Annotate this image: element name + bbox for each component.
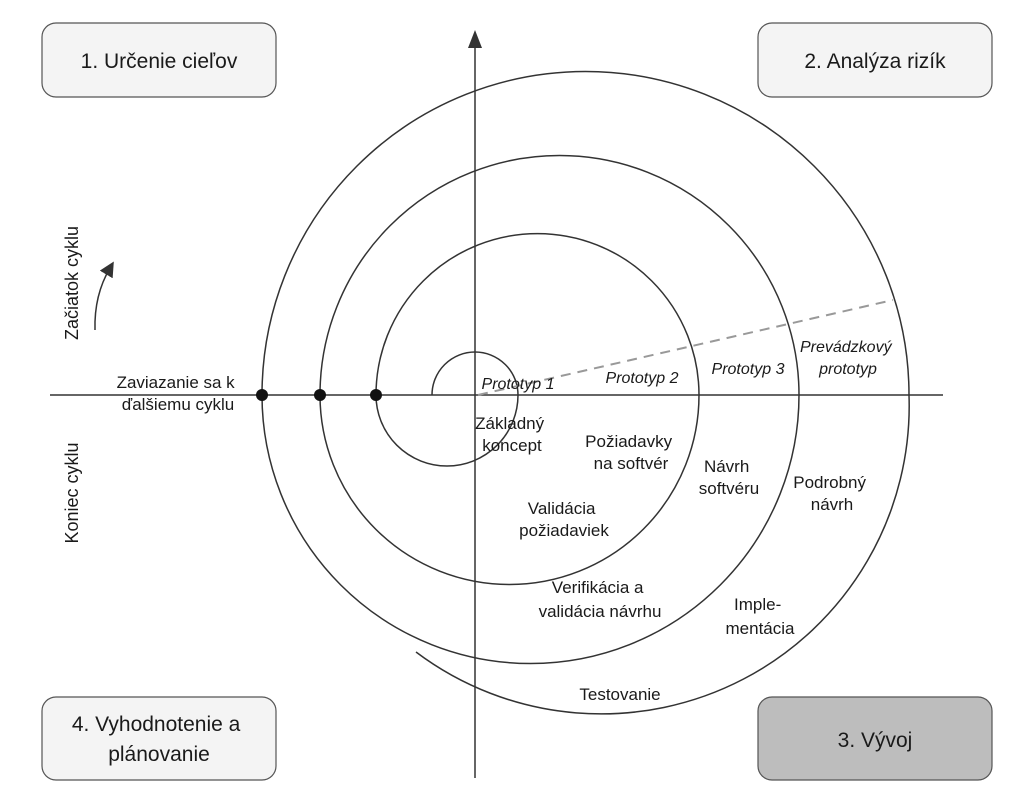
quadrant-box-4: 4. Vyhodnotenie a plánovanie [41, 696, 277, 781]
svg-text:Zaviazanie sa k ďalšiemu c: Zaviazanie sa k ďalšiemu cyklu [117, 373, 240, 414]
commitment-label-line-1: Zaviazanie sa k [117, 373, 236, 392]
svg-text:4. Vyhodnotenie a plánov: 4. Vyhodnotenie a plánovanie [72, 713, 246, 766]
activity-design-verification-line-2: validácia návrhu [539, 602, 662, 621]
prototype-3-label: Prototyp 3 [712, 361, 785, 378]
activity-detailed-design-line-2: návrh [811, 495, 854, 514]
prototype-dashed-line [477, 299, 894, 396]
quadrant-4-label-line-2: plánovanie [108, 743, 210, 766]
activity-implementation-line-1: Imple- [734, 595, 781, 614]
svg-text:Imple- mentácia: Imple- mentácia [726, 595, 796, 638]
svg-text:Požiadavky na softvér: Požiadavky na softvér [585, 432, 677, 473]
prototype-2-label: Prototyp 2 [606, 370, 679, 387]
svg-text:2. Analýza rizík: 2. Analýza rizík [804, 50, 946, 73]
activity-basic-concept-line-1: Základný [475, 414, 544, 433]
quadrant-box-1: 1. Určenie cieľov [41, 22, 277, 98]
commitment-dot [256, 389, 268, 401]
quadrant-box-2: 2. Analýza rizík [757, 22, 993, 98]
activity-testing-label: Testovanie [579, 685, 660, 704]
activity-design-verification-line-1: Verifikácia a [552, 578, 644, 597]
svg-text:Prototyp 3: Prototyp 3 [712, 361, 785, 378]
vertical-axis-arrowhead [468, 30, 482, 48]
activity-software-design-line-1: Návrh [704, 457, 749, 476]
quadrant-2-label: 2. Analýza rizík [804, 50, 946, 73]
spiral-segment-1 [431, 351, 519, 396]
cycle-end-label: Koniec cyklu [62, 442, 82, 543]
spiral-segment-4 [319, 394, 700, 586]
activity-basic-concept-line-2: koncept [482, 436, 542, 455]
activity-detailed-design-line-1: Podrobný [793, 473, 866, 492]
svg-text:Verifikácia a validácia ná: Verifikácia a validácia návrhu [539, 578, 662, 621]
activity-software-requirements-line-1: Požiadavky [585, 432, 672, 451]
activity-software-design-line-2: softvéru [699, 479, 759, 498]
svg-text:3. Vývoj: 3. Vývoj [838, 729, 913, 752]
spiral-segment-7 [261, 70, 910, 396]
svg-text:Prototyp 2: Prototyp 2 [606, 370, 679, 387]
prototype-1-label: Prototyp 1 [482, 376, 555, 393]
svg-text:Návrh softvéru: Návrh softvéru [699, 457, 759, 498]
spiral-segment-5 [319, 154, 800, 396]
spiral-segment-6 [261, 394, 800, 665]
commitment-label-line-2: ďalšiemu cyklu [122, 395, 234, 414]
cycle-start-arrow [94, 261, 114, 331]
svg-text:1. Určenie cieľov: 1. Určenie cieľov [81, 50, 238, 73]
activity-implementation-line-2: mentácia [726, 619, 796, 638]
spiral-segment-2 [375, 394, 519, 467]
svg-text:Validácia požiadaviek: Validácia požiadaviek [519, 499, 609, 540]
svg-text:Testovanie: Testovanie [579, 685, 660, 704]
quadrant-4-label-line-1: 4. Vyhodnotenie a [72, 713, 241, 736]
spiral-segment-3 [375, 232, 700, 396]
commitment-dot [314, 389, 326, 401]
commitment-dot [370, 389, 382, 401]
quadrant-3-label: 3. Vývoj [838, 729, 913, 752]
prototype-operational-label-line-2: prototyp [818, 361, 877, 378]
activity-requirements-validation-line-1: Validácia [528, 499, 596, 518]
activity-software-requirements-line-2: na softvér [594, 454, 669, 473]
cycle-start-label: Začiatok cyklu [62, 226, 82, 340]
svg-text:Podrobný návrh: Podrobný návrh [793, 473, 871, 514]
svg-text:Základný koncept: Základný koncept [475, 414, 549, 455]
activity-requirements-validation-line-2: požiadaviek [519, 521, 609, 540]
quadrant-box-3: 3. Vývoj [757, 696, 993, 781]
svg-text:Prevádzkový prototyp: Prevádzkový prototyp [800, 339, 896, 378]
quadrant-1-label: 1. Určenie cieľov [81, 50, 238, 73]
prototype-operational-label-line-1: Prevádzkový [800, 339, 893, 356]
svg-text:Prototyp 1: Prototyp 1 [482, 376, 555, 393]
spiral-segment-8 [415, 394, 910, 715]
